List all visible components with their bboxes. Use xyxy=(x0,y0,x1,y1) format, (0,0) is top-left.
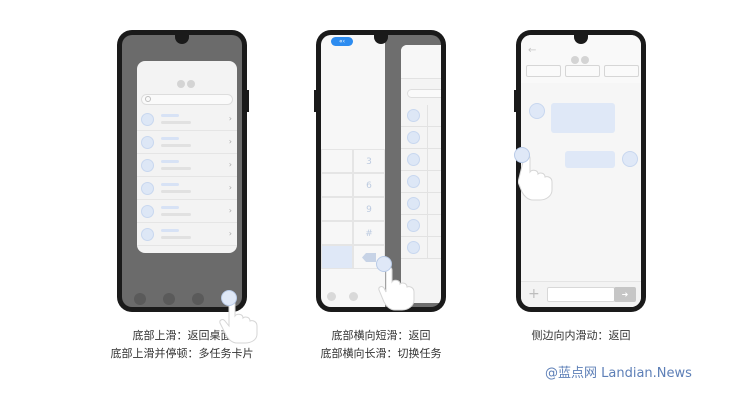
dock-app-icon xyxy=(192,293,204,305)
task-card[interactable]: › › › › › › xyxy=(137,61,237,253)
list-item xyxy=(401,171,441,193)
hand-gesture-icon xyxy=(219,300,258,344)
list-item: › xyxy=(137,155,237,177)
search-icon xyxy=(145,96,151,102)
chevron-right-icon: › xyxy=(228,114,232,123)
message-bubble xyxy=(551,103,615,133)
chevron-right-icon: › xyxy=(228,137,232,146)
list-item xyxy=(401,105,441,127)
phone-side-button xyxy=(314,90,316,112)
list-item xyxy=(401,237,441,259)
caption-line-2: 底部横向长滑：切换任务 xyxy=(320,347,442,360)
phone-side-button xyxy=(514,90,516,112)
phone-screen: ← + ➜ xyxy=(521,35,641,307)
avatar xyxy=(141,205,154,218)
caption-line-2: 底部上滑并停顿：多任务卡片 xyxy=(110,347,254,360)
key[interactable]: 3 xyxy=(353,149,385,173)
caption-line-1: 底部上滑：返回桌面 xyxy=(132,329,232,342)
hand-gesture-icon xyxy=(378,266,415,311)
send-icon[interactable]: ➜ xyxy=(614,287,636,302)
dialer-app: «‹ 3 6 9 # xyxy=(321,35,385,307)
avatar xyxy=(529,103,545,119)
list-item xyxy=(401,149,441,171)
avatar xyxy=(141,113,154,126)
message-input-bar: + ➜ xyxy=(521,281,641,307)
avatar xyxy=(141,228,154,241)
chevron-right-icon: › xyxy=(228,183,232,192)
tab[interactable] xyxy=(604,65,639,77)
list-item: › xyxy=(137,224,237,246)
list-item xyxy=(401,127,441,149)
phone-mockup-home-gesture: › › › › › › xyxy=(117,30,258,344)
touch-point xyxy=(514,147,530,163)
key[interactable]: 9 xyxy=(353,197,385,221)
list-item: › xyxy=(137,109,237,131)
caption-line-1: 侧边向内滑动：返回 xyxy=(531,329,631,342)
search-bar xyxy=(407,89,441,98)
tab[interactable] xyxy=(526,65,561,77)
phone-mockup-side-swipe: ← + ➜ xyxy=(514,30,646,312)
list-item xyxy=(401,215,441,237)
key[interactable]: # xyxy=(353,221,385,245)
camera-notch xyxy=(374,35,388,44)
avatar xyxy=(141,159,154,172)
avatar xyxy=(141,182,154,195)
header-dots xyxy=(571,49,591,64)
search-bar xyxy=(141,94,233,105)
phone-screen: › › › › › › xyxy=(122,35,242,307)
list-item: › xyxy=(137,201,237,223)
dock-app-icon xyxy=(134,293,146,305)
plus-icon[interactable]: + xyxy=(528,286,540,302)
phone-side-button xyxy=(247,90,249,112)
list-item xyxy=(401,193,441,215)
back-arrow-icon[interactable]: ← xyxy=(528,45,537,56)
card-header-dots xyxy=(177,73,197,88)
chevron-right-icon: › xyxy=(228,206,232,215)
tab[interactable] xyxy=(565,65,600,77)
hand-gesture-icon xyxy=(518,154,553,201)
previous-task-card xyxy=(401,45,441,303)
camera-notch xyxy=(175,35,189,44)
touch-point xyxy=(221,290,237,306)
nav-dot xyxy=(327,292,336,301)
nav-dot xyxy=(349,292,358,301)
avatar xyxy=(622,151,638,167)
avatar xyxy=(141,136,154,149)
message-bubble xyxy=(565,151,615,168)
key[interactable]: 6 xyxy=(353,173,385,197)
list-item: › xyxy=(137,132,237,154)
chevron-right-icon: › xyxy=(228,229,232,238)
camera-notch xyxy=(574,35,588,44)
list-item: › xyxy=(137,178,237,200)
touch-point xyxy=(376,256,392,272)
phone-mockup-horizontal-swipe: «‹ 3 6 9 # xyxy=(314,30,446,312)
watermark: @蓝点网 Landian.News xyxy=(545,366,692,381)
message-input[interactable] xyxy=(547,287,615,302)
dock-app-icon xyxy=(163,293,175,305)
caption-line-1: 底部横向短滑：返回 xyxy=(331,329,431,342)
chevron-right-icon: › xyxy=(228,160,232,169)
back-pill[interactable]: «‹ xyxy=(331,37,353,46)
